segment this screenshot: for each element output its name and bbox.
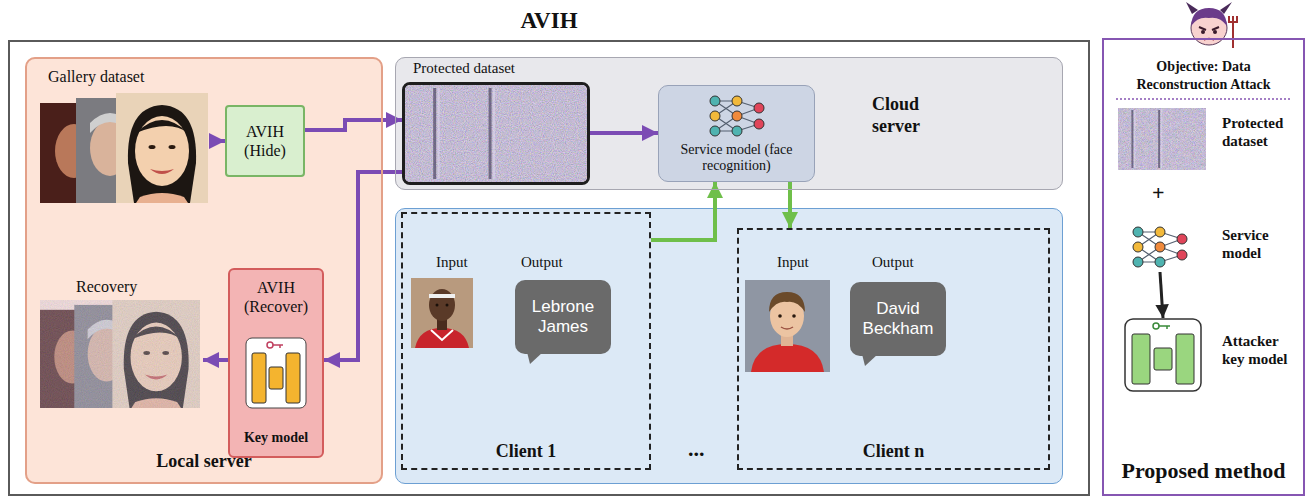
panel-title: Local server [27,451,381,472]
image-set: Recovery [38,278,203,413]
box-heading: Protected dataset [413,60,515,77]
item-label: Attacker key model [1222,332,1294,368]
ellipsis-label: ... [688,436,705,462]
image-caption: Recovery [76,278,137,296]
panel-title: Cloud server [872,94,942,137]
key-model-icon [245,337,307,409]
network-icon [707,93,767,139]
image-set: Gallery dataset [40,68,210,205]
arrow-connector [788,182,792,228]
speech-bubble: David Beckham [850,282,946,356]
column-label: Output [872,254,914,271]
bubble-tail [527,352,543,364]
attacker-icon [1178,0,1242,50]
process-box: AVIH (Hide) [225,105,305,177]
client-box: Input OutputClient n David Beckham [737,228,1050,470]
client-photo [745,280,830,372]
output-text: Lebrone James [519,297,607,338]
icon-item: Attacker key model [1124,318,1202,392]
client-name: Client 1 [403,441,649,462]
protected-images [1118,108,1206,170]
client-name: Client n [739,441,1048,462]
image-item: Protected dataset [1118,108,1206,170]
dataset-box: Protected dataset [402,82,590,185]
icon-caption: Key model [244,430,308,446]
plus-sign: + [1152,180,1165,206]
diagram-title: AVIH [449,8,649,34]
server-panel: Cloud server Protected dataset Service m… [395,57,1063,190]
arrow-connector [203,358,228,362]
face-images [40,93,208,203]
arrow-connector [324,172,402,360]
model-label: Service model (face recognition) [677,142,797,174]
attacker-key-icon [1124,318,1202,392]
method-panel: Objective: Data Reconstruction AttackPro… [1102,38,1305,496]
panel-title: Proposed method [1104,458,1303,484]
process-box: AVIH (Recover) Key model [228,268,324,458]
model-box: Service model (face recognition) [658,85,815,182]
arrow-connector [305,120,402,130]
icon-item: Service model [1130,222,1190,272]
bubble-tail [862,354,878,366]
image-caption: Gallery dataset [48,68,144,86]
network-icon [1130,222,1190,272]
item-label: Service model [1222,226,1292,262]
output-text: David Beckham [854,299,942,340]
arrow-connector [651,182,715,240]
column-label: Output [521,254,563,271]
server-panel: Local server Gallery datasetAVIH (Hide) A… [25,57,383,484]
arrow-connector [1160,272,1163,318]
speech-bubble: Lebrone James [515,280,611,354]
arrow-connector [210,139,225,143]
client-region [395,208,1063,484]
client-photo [411,278,473,348]
process-label: AVIH (Hide) [231,122,299,160]
panel-heading: Objective: Data Reconstruction Attack [1118,58,1289,93]
process-label: AVIH (Recover) [234,278,318,316]
column-label: Input [436,254,468,271]
item-label: Protected dataset [1222,114,1300,150]
column-label: Input [777,254,809,271]
recovered-face-images [40,300,200,408]
arrow-connector [590,131,658,135]
protected-images [405,85,587,182]
client-box: Input OutputClient 1 Lebrone James [401,212,651,470]
